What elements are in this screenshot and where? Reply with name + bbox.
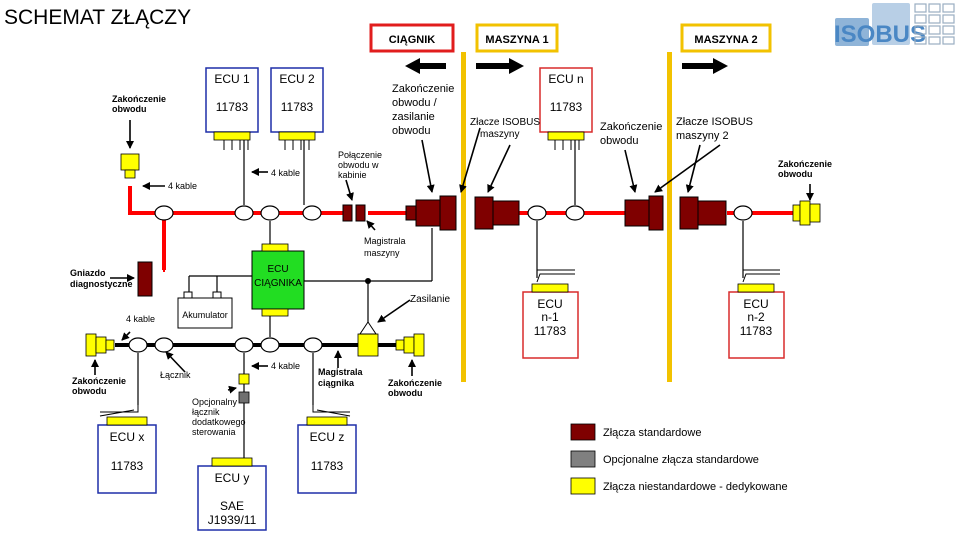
svg-text:Zasilanie: Zasilanie <box>410 294 450 305</box>
svg-text:SAE: SAE <box>220 499 244 513</box>
ecu-1: ECU 1 11783 <box>205 67 259 141</box>
svg-text:4 kable: 4 kable <box>271 361 300 371</box>
left-arrow-icon <box>405 58 446 74</box>
direction-arrows <box>405 58 728 74</box>
page-title: SCHEMAT ZŁĄCZY <box>4 6 192 29</box>
section-machine2: MASZYNA 2 <box>680 23 772 53</box>
ecu-n-1: ECU n-1 11783 <box>522 283 579 359</box>
svg-text:11783: 11783 <box>311 459 344 473</box>
term-bm-plug <box>395 339 405 351</box>
svg-text:ECU: ECU <box>537 297 562 311</box>
svg-text:ECU 1: ECU 1 <box>214 72 250 86</box>
svg-text:ECU z: ECU z <box>310 430 345 444</box>
custom-connectors <box>85 153 821 357</box>
svg-text:ECU n: ECU n <box>548 72 583 86</box>
svg-text:n-2: n-2 <box>747 310 765 324</box>
right-arrow-icon <box>476 58 524 74</box>
svg-text:CIĄGNIKA: CIĄGNIKA <box>254 278 302 289</box>
section-machine2-label: MASZYNA 2 <box>694 34 757 46</box>
power-triangle-icon <box>359 321 377 335</box>
cab-connector-b <box>355 204 366 222</box>
divider-machine1-machine2 <box>667 52 672 382</box>
wiring <box>137 140 744 458</box>
svg-text:ECU y: ECU y <box>215 471 250 485</box>
svg-text:ECU: ECU <box>267 264 288 275</box>
ecu-y: ECU y SAE J1939/11 <box>197 457 267 531</box>
tractor-ecu: ECU CIĄGNIKA <box>251 243 305 317</box>
isobus-logo: ISOBUS <box>834 3 955 48</box>
bus-junctions <box>128 205 753 353</box>
svg-text:4 kable: 4 kable <box>271 168 300 178</box>
svg-text:n-1: n-1 <box>541 310 559 324</box>
svg-text:Złącza standardowe: Złącza standardowe <box>603 427 701 439</box>
svg-text:11783: 11783 <box>550 100 583 114</box>
logo-text: ISOBUS <box>834 21 926 48</box>
section-tractor: CIĄGNIK <box>369 23 455 53</box>
ecu-n: ECU n 11783 <box>539 67 593 141</box>
power-junction <box>357 333 379 357</box>
svg-text:Opcjonalne złącza standardowe: Opcjonalne złącza standardowe <box>603 454 759 466</box>
junction-dot <box>365 278 371 284</box>
legend-item-optional: Opcjonalne złącza standardowe <box>570 450 759 468</box>
section-machine1-label: MASZYNA 1 <box>485 34 548 46</box>
ecu-2: ECU 2 11783 <box>270 67 324 141</box>
svg-text:Akumulator: Akumulator <box>182 310 228 320</box>
svg-text:11783: 11783 <box>281 100 314 114</box>
svg-text:Łącznik: Łącznik <box>160 370 191 380</box>
legend-item-standard: Złącza standardowe <box>570 423 701 441</box>
svg-text:ECU 2: ECU 2 <box>279 72 315 86</box>
svg-text:Złącza niestandardowe - dedyko: Złącza niestandardowe - dedykowane <box>603 481 788 493</box>
term-tl-plug <box>120 153 140 171</box>
cab-connector-a <box>342 204 353 222</box>
section-tractor-label: CIĄGNIK <box>389 34 436 46</box>
logo-grid-icon <box>914 3 955 45</box>
svg-text:11783: 11783 <box>740 324 773 338</box>
diagnostic-socket <box>137 261 153 297</box>
standard-connectors <box>137 195 727 297</box>
annotation-arrows <box>91 120 814 394</box>
battery: Akumulator <box>177 291 233 329</box>
section-machine1: MASZYNA 1 <box>475 23 559 53</box>
optional-connector <box>238 373 250 404</box>
svg-text:ECU x: ECU x <box>110 430 145 444</box>
ecu-x: ECU x 11783 <box>97 416 157 494</box>
right-arrow-icon-2 <box>682 58 728 74</box>
legend-item-custom: Złącza niestandardowe - dedykowane <box>570 477 788 495</box>
legend: Złącza standardowe Opcjonalne złącza sta… <box>570 423 788 495</box>
term-bl-plug <box>85 333 97 357</box>
svg-text:4 kable: 4 kable <box>126 314 155 324</box>
svg-text:4 kable: 4 kable <box>168 181 197 191</box>
svg-text:J1939/11: J1939/11 <box>208 513 257 527</box>
svg-text:ECU: ECU <box>743 297 768 311</box>
svg-text:11783: 11783 <box>216 100 249 114</box>
ecu-z: ECU z 11783 <box>297 416 357 494</box>
divider-tractor-machine1 <box>461 52 466 382</box>
ecu-n-2: ECU n-2 11783 <box>728 283 785 359</box>
svg-text:11783: 11783 <box>111 459 144 473</box>
ecu-fan-wires <box>99 140 780 417</box>
svg-text:11783: 11783 <box>534 324 567 338</box>
